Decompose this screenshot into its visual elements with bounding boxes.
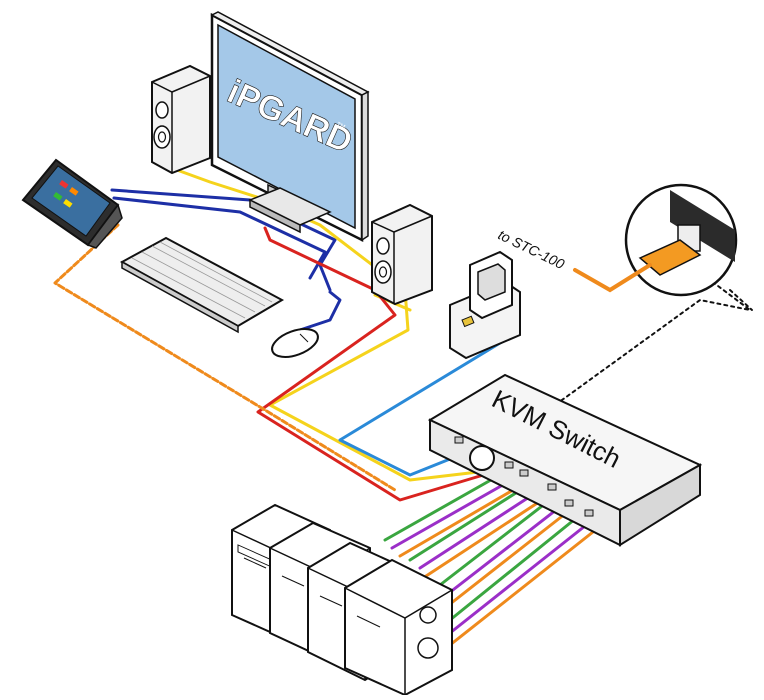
stc-callout: to STC-100: [496, 183, 738, 297]
monitor-icon: iPGARD TM: [210, 11, 370, 243]
cac-reader-icon: [449, 250, 521, 360]
speaker-icon-right: [371, 203, 433, 306]
stc-dotted-line: [481, 279, 751, 459]
stc-dotted-line-2: [729, 289, 753, 311]
touch-panel-icon: [21, 158, 123, 249]
kvm-switch-icon: KVM Switch: [427, 373, 703, 547]
keyboard-icon: [119, 236, 285, 334]
touch-panel-cable-2: [112, 196, 327, 280]
computer-tower-icon: [231, 503, 453, 697]
touch-panel-power-cable: [53, 223, 397, 492]
touch-panel-cable: [110, 188, 337, 292]
cac-cable: [338, 338, 507, 477]
video-cable: [256, 226, 502, 502]
rj45-connector-icon: [638, 190, 735, 276]
cables: [53, 160, 753, 647]
computer-cables: [383, 470, 600, 647]
orange-cable-callout: [573, 263, 652, 293]
mouse-cable: [298, 290, 342, 332]
computer-tower-4: [344, 558, 453, 697]
mouse-icon: [271, 328, 319, 358]
monitor-trademark: TM: [335, 122, 345, 131]
speaker-icon: [151, 64, 211, 175]
